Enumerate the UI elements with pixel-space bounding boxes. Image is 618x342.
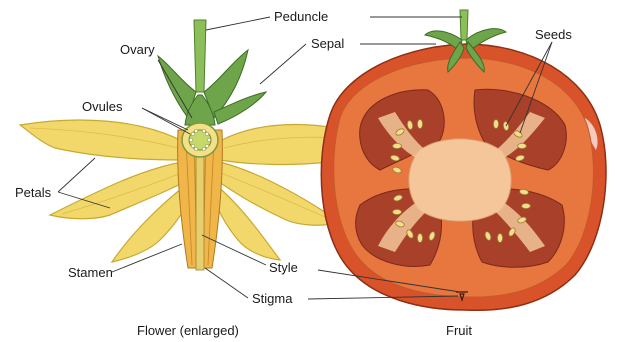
label-sepal: Sepal bbox=[311, 36, 344, 51]
label-petals: Petals bbox=[15, 185, 51, 200]
label-stamen: Stamen bbox=[68, 265, 113, 280]
label-peduncle: Peduncle bbox=[274, 9, 328, 24]
fruit-illustration bbox=[321, 10, 606, 310]
label-seeds: Seeds bbox=[535, 27, 572, 42]
fruit-peduncle bbox=[460, 10, 468, 40]
label-ovary: Ovary bbox=[120, 42, 155, 57]
caption-flower: Flower (enlarged) bbox=[137, 323, 239, 338]
caption-fruit: Fruit bbox=[446, 323, 472, 338]
label-style: Style bbox=[269, 260, 298, 275]
flower-style bbox=[196, 150, 204, 270]
flower-peduncle bbox=[194, 20, 206, 92]
label-ovules: Ovules bbox=[82, 99, 122, 114]
label-stigma: Stigma bbox=[252, 291, 292, 306]
